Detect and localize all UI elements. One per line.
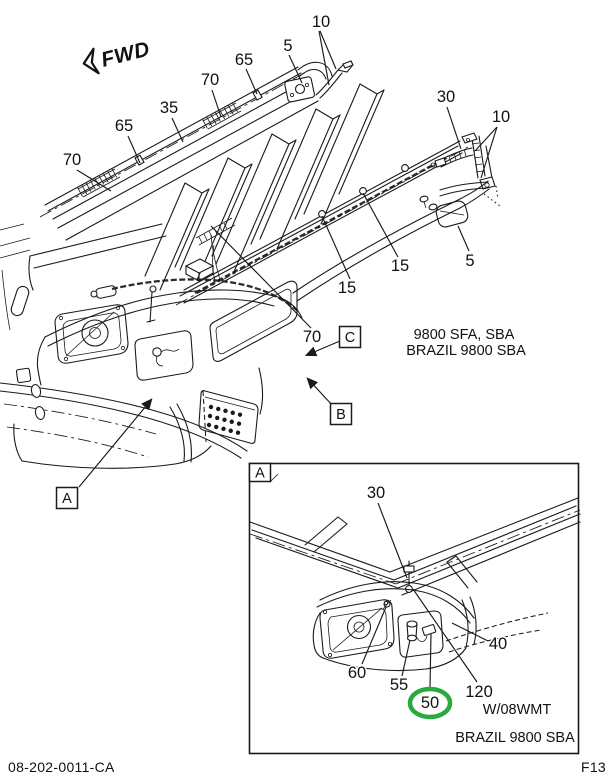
main-callout-5: 5: [465, 252, 474, 270]
inset-callout-60: 60: [348, 664, 366, 682]
ref-box-B: [329, 402, 353, 426]
ref-box-A: [55, 486, 79, 510]
ref-arrow-B: [306, 377, 334, 407]
main-callout-70: 70: [201, 71, 219, 89]
inset-leader-line: [361, 606, 387, 665]
inset-callout-55: 55: [390, 676, 408, 694]
main-leader-line: [457, 225, 470, 252]
inset-label: A: [255, 466, 265, 482]
main-callout-35: 35: [160, 99, 178, 117]
main-leader-line: [362, 192, 399, 258]
main-leader-line: [474, 126, 498, 152]
main-leader-line: [210, 225, 312, 329]
highlight-circle: [407, 686, 453, 720]
document-number: 08-202-0011-CA: [8, 759, 115, 775]
inset-leader-line: [377, 502, 408, 579]
inset-note-line2: BRAZIL 9800 SBA: [455, 730, 575, 746]
main-leader-line: [127, 135, 141, 164]
truck-chassis-front-drawing: [0, 60, 501, 469]
ref-arrow-A: [78, 398, 153, 488]
main-leader-line: [171, 117, 184, 143]
main-leader-line: [245, 68, 258, 95]
main-callout-15: 15: [338, 279, 356, 297]
ref-label-A: A: [62, 491, 72, 507]
inset-label-box: [248, 462, 272, 483]
ref-arrow-C: [304, 340, 341, 357]
inset-leader-line: [451, 622, 489, 642]
main-callout-15: 15: [391, 257, 409, 275]
inset-detail-a-drawing: [248, 462, 581, 755]
main-callout-70: 70: [63, 151, 81, 169]
inset-callout-120: 120: [465, 683, 493, 701]
inset-leader-line: [401, 639, 411, 677]
inset-callout-30: 30: [367, 484, 385, 502]
fwd-label: FWD: [99, 38, 152, 72]
annotation-layer: 10 5 65 70 35 65 70 30 10 15 15 5 70 30 60 55 50 120 40 A B C: [55, 12, 512, 720]
main-callout-30: 30: [437, 88, 455, 106]
inset-callout-40: 40: [489, 635, 507, 653]
main-callout-10: 10: [312, 13, 330, 31]
main-leader-line: [446, 106, 462, 150]
main-callout-10: 10: [492, 108, 510, 126]
main-leader-line: [76, 169, 112, 192]
main-leader-line: [319, 30, 337, 70]
inset-callout-50: 50: [421, 694, 439, 712]
main-callout-5: 5: [283, 37, 292, 55]
fwd-arrow-icon: [82, 47, 100, 75]
main-leader-line: [288, 54, 303, 84]
inset-border: [248, 462, 580, 755]
main-leader-line: [318, 30, 330, 86]
main-leader-line: [321, 215, 351, 280]
main-leader-line: [211, 89, 222, 118]
main-leader-line: [480, 126, 498, 179]
ref-box-C: [338, 325, 362, 349]
figure-reference: F13: [581, 759, 606, 775]
fwd-direction-marker: FWD: [82, 38, 152, 75]
inset-note-line1: W/08WMT: [483, 702, 552, 718]
main-config-note-line1: 9800 SFA, SBA: [414, 327, 515, 343]
inset-leader-line: [429, 633, 432, 688]
ref-label-C: C: [345, 330, 355, 346]
main-callout-65: 65: [235, 51, 253, 69]
ref-label-B: B: [336, 407, 346, 423]
main-callout-70: 70: [303, 328, 321, 346]
main-callout-65: 65: [115, 117, 133, 135]
main-config-note-line2: BRAZIL 9800 SBA: [406, 343, 526, 359]
inset-leader-line: [412, 588, 478, 683]
